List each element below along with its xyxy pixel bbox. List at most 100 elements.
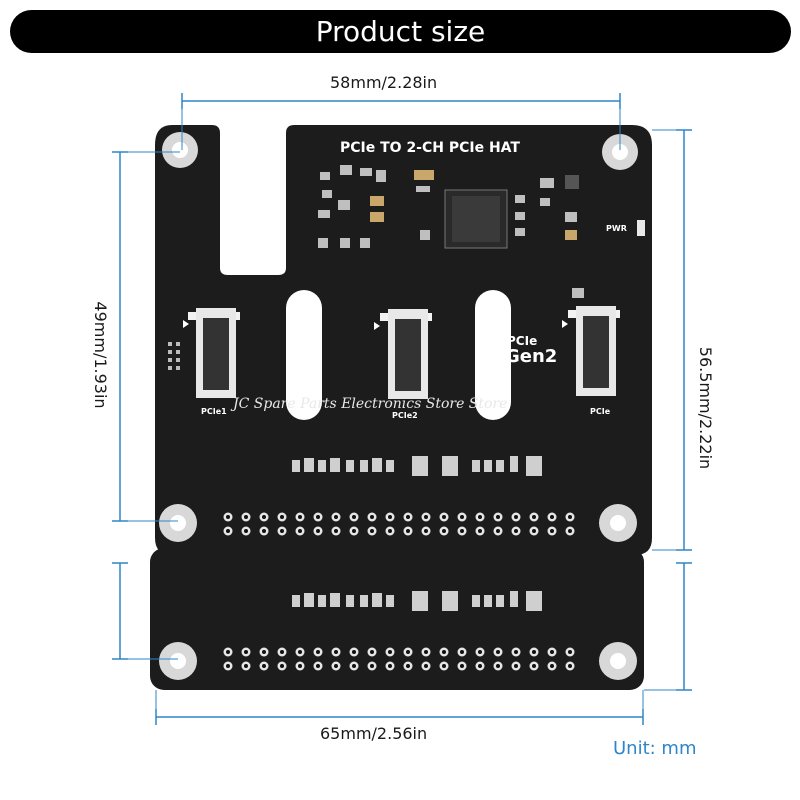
gpio-pin-hole-center [334, 650, 338, 654]
gpio-pin-hole-center [460, 650, 464, 654]
gpio-pin-hole-center [388, 650, 392, 654]
gpio-pin-hole-center [334, 664, 338, 668]
gpio-pin-hole-center [406, 650, 410, 654]
gpio-pin-hole-center [406, 515, 410, 519]
gpio-pin-hole-center [568, 664, 572, 668]
gpio-pin-hole-center [478, 515, 482, 519]
gpio-pin-hole-center [568, 515, 572, 519]
slot-right [475, 290, 511, 420]
gpio-pin-hole-center [298, 529, 302, 533]
gpio-pin-hole-center [460, 515, 464, 519]
mounting-hole-mid-right [599, 504, 637, 542]
gpio-pin-hole-center [424, 664, 428, 668]
gpio-pin-hole-center [280, 650, 284, 654]
gpio-pin-hole-center [262, 529, 266, 533]
bottom-width-label: 65mm/2.56in [320, 724, 428, 743]
gpio-pin-hole-center [370, 650, 374, 654]
gpio-pin-hole-center [352, 650, 356, 654]
gpio-pin-hole-center [244, 529, 248, 533]
connector-label-pcie2: PCIe2 [392, 411, 418, 420]
mounting-hole-mid-left [159, 504, 197, 542]
gpio-pin-hole-center [370, 529, 374, 533]
mounting-hole-bottom-right [599, 642, 637, 680]
gpio-pin-hole-center [496, 650, 500, 654]
lower-board [150, 548, 644, 690]
gpio-pin-hole-center [550, 650, 554, 654]
gpio-pin-hole-center [532, 650, 536, 654]
board-title-silkscreen: PCIe TO 2-CH PCIe HAT [340, 140, 520, 156]
gpio-pin-hole-center [550, 664, 554, 668]
gpio-pin-hole-center [226, 664, 230, 668]
small-header [168, 342, 180, 370]
gpio-pin-hole-center [442, 664, 446, 668]
gpio-pin-hole-center [226, 529, 230, 533]
gpio-pin-hole-center [514, 515, 518, 519]
gpio-pin-hole-center [244, 515, 248, 519]
gpio-pin-hole-center [352, 515, 356, 519]
gpio-pin-hole-center [388, 515, 392, 519]
component-row-upper [292, 456, 542, 476]
title-banner: Product size [10, 10, 791, 53]
gpio-pin-hole-center [262, 515, 266, 519]
gpio-pin-hole-center [352, 529, 356, 533]
gpio-pin-hole-center [532, 515, 536, 519]
gpio-pin-hole-center [550, 515, 554, 519]
gpio-pin-hole-center [514, 664, 518, 668]
gpio-pin-hole-center [442, 515, 446, 519]
gpio-pin-hole-center [316, 664, 320, 668]
gpio-header-lower [223, 647, 575, 671]
gpio-pin-hole-center [298, 664, 302, 668]
left-height-label: 49mm/1.93in [91, 301, 110, 409]
gpio-pin-hole-center [514, 529, 518, 533]
pwr-label: PWR [606, 224, 627, 233]
fpc-connector-3 [562, 306, 620, 396]
gpio-pin-hole-center [532, 529, 536, 533]
gpio-pin-hole-center [334, 515, 338, 519]
gpio-pin-hole-center [334, 529, 338, 533]
gpio-pin-hole-center [496, 515, 500, 519]
gpio-pin-hole-center [370, 515, 374, 519]
gpio-pin-hole-center [568, 529, 572, 533]
gpio-pin-hole-center [244, 650, 248, 654]
mounting-hole-top-right [602, 134, 638, 170]
pcie-logo-text: PCIe [507, 334, 538, 348]
gpio-pin-hole-center [532, 664, 536, 668]
slot-left [286, 290, 322, 420]
right-height-label: 56.5mm/2.22in [696, 346, 715, 470]
gpio-pin-hole-center [568, 650, 572, 654]
store-watermark: JC Spare Parts Electronics Store Store [233, 396, 508, 412]
connector-label-pcie1: PCIe1 [201, 407, 227, 416]
gpio-pin-hole-center [424, 650, 428, 654]
gpio-pin-hole-center [496, 529, 500, 533]
fpc-connector-2 [374, 309, 432, 399]
gpio-pin-hole-center [478, 664, 482, 668]
gpio-pin-hole-center [226, 650, 230, 654]
gpio-pin-hole-center [460, 529, 464, 533]
gpio-pin-hole-center [388, 529, 392, 533]
component-row-lower [292, 591, 542, 611]
gpio-pin-hole-center [244, 664, 248, 668]
gpio-pin-hole-center [478, 529, 482, 533]
gpio-pin-hole-center [370, 664, 374, 668]
gpio-header-upper [223, 512, 575, 536]
gpio-pin-hole-center [280, 664, 284, 668]
mounting-hole-bottom-left [159, 642, 197, 680]
banner-title: Product size [315, 15, 486, 48]
gpio-pin-hole-center [316, 529, 320, 533]
gpio-pin-hole-center [550, 529, 554, 533]
connector-label-pcie: PCIe [590, 407, 611, 416]
gpio-pin-hole-center [262, 664, 266, 668]
unit-label: Unit: mm [613, 738, 697, 759]
mounting-hole-top-left [162, 132, 198, 168]
gpio-pin-hole-center [280, 515, 284, 519]
gpio-pin-hole-center [226, 515, 230, 519]
pcie-switch-chip [444, 189, 508, 249]
gpio-pin-hole-center [316, 515, 320, 519]
gpio-pin-hole-center [298, 650, 302, 654]
gpio-pin-hole-center [406, 664, 410, 668]
gpio-pin-hole-center [424, 515, 428, 519]
gpio-pin-hole-center [280, 529, 284, 533]
gpio-pin-hole-center [514, 650, 518, 654]
gpio-pin-hole-center [424, 529, 428, 533]
